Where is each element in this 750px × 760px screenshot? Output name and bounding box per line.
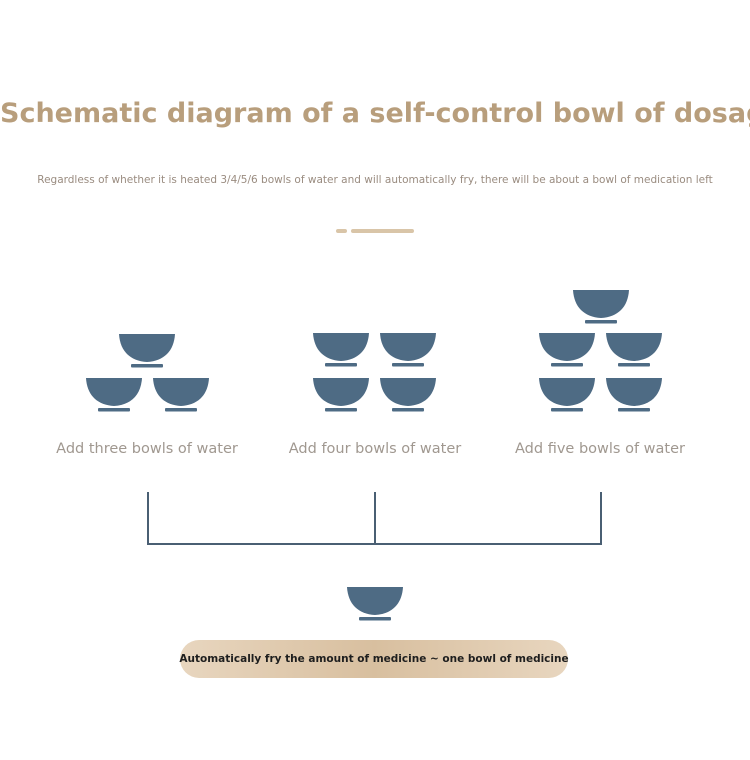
bowl-icon [572, 290, 630, 324]
group-label-four: Add four bowls of water [288, 441, 462, 457]
bowl-icon [379, 378, 437, 412]
result-label-pill: Automatically fry the amount of medicine… [179, 640, 569, 678]
bowl-icon [152, 378, 210, 412]
bowl-icon [118, 334, 176, 368]
bowl-icon [605, 333, 663, 367]
group-label-three: Add three bowls of water [56, 441, 238, 457]
bowl-icon [312, 378, 370, 412]
diagram-title: Schematic diagram of a self-control bowl… [0, 98, 750, 129]
diagram-subtitle: Regardless of whether it is heated 3/4/5… [37, 174, 713, 186]
bowl-icon [605, 378, 663, 412]
bowl-icon [538, 333, 596, 367]
decor-dash-long [351, 229, 414, 233]
decor-dash-short [336, 229, 347, 233]
bowl-icon [538, 378, 596, 412]
bowl-icon [312, 333, 370, 367]
group-label-five: Add five bowls of water [515, 441, 685, 457]
bowl-icon [85, 378, 143, 412]
bowl-icon [379, 333, 437, 367]
result-label: Automatically fry the amount of medicine… [179, 653, 569, 665]
result-bowl-icon [346, 587, 404, 621]
